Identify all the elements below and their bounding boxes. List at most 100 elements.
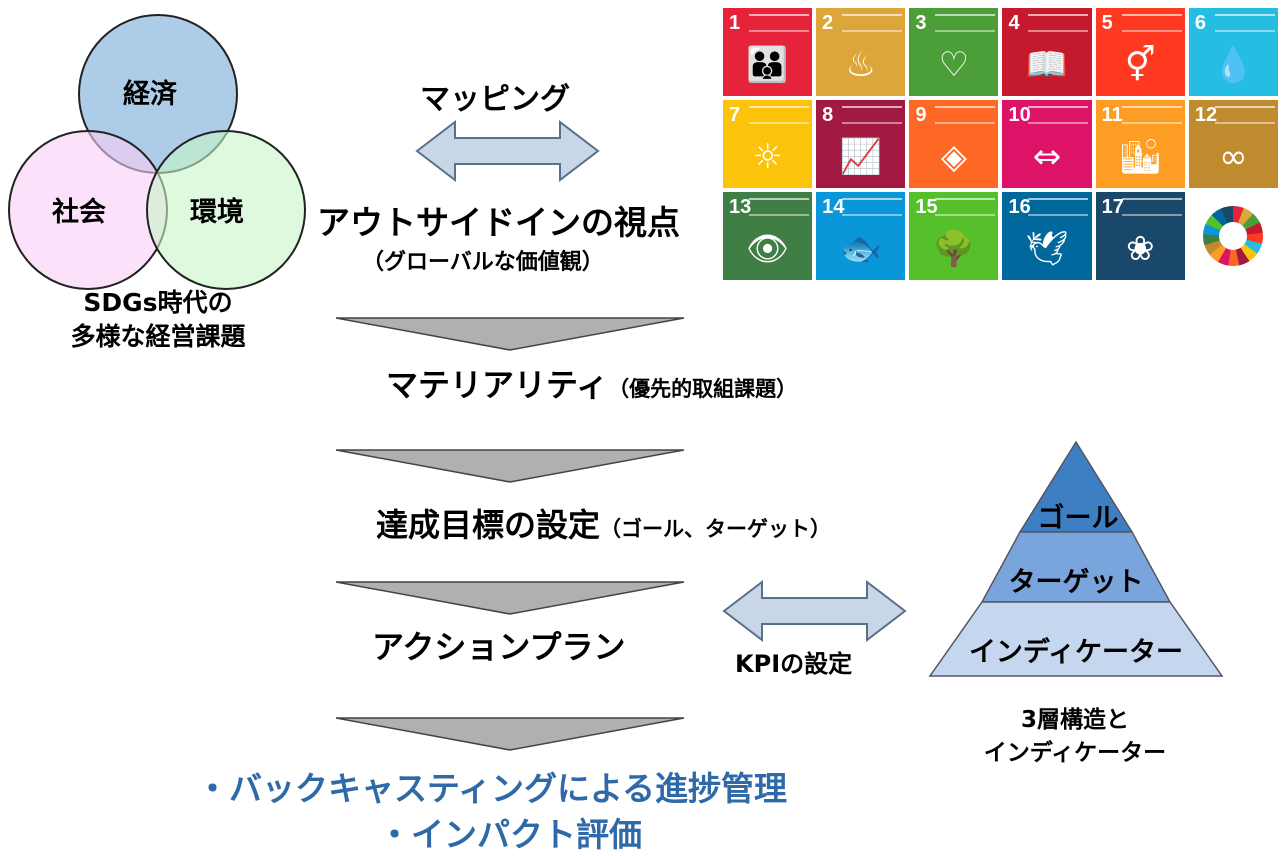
sdg-number: 14 bbox=[822, 196, 845, 218]
sdg-number: 9 bbox=[915, 104, 927, 126]
sdg-goal-text bbox=[1028, 106, 1089, 124]
partnership-flower-icon: ❀ bbox=[1125, 229, 1155, 269]
sdg-goal-text bbox=[935, 14, 996, 32]
pyramid-label-indicator: インディケーター bbox=[968, 637, 1184, 668]
double-arrow-mapping bbox=[415, 120, 600, 182]
fish-icon: 🐟 bbox=[839, 229, 882, 269]
pyramid-label-goal: ゴール bbox=[1037, 503, 1119, 534]
sdg-goal-text bbox=[1214, 14, 1275, 32]
sdg-tile-16: 16 🕊 bbox=[1002, 192, 1092, 280]
flow-arrow-3 bbox=[335, 581, 685, 615]
equality-icon: ⇔ bbox=[1032, 137, 1062, 177]
impact-evaluation-text: ・インパクト評価 bbox=[378, 815, 642, 854]
sdg-number: 8 bbox=[822, 104, 834, 126]
book-icon: 📖 bbox=[1025, 45, 1069, 85]
sdg-number: 12 bbox=[1194, 104, 1218, 126]
sdg-tile-9: 9◈ bbox=[909, 100, 999, 188]
sdg-tile-3: 3♡ bbox=[909, 8, 999, 96]
pyramid-caption-line2: インディケーター bbox=[983, 740, 1167, 766]
sdg-tile-2: 2♨ bbox=[816, 8, 906, 96]
sdg-tile-8: 8📈 bbox=[816, 100, 906, 188]
pyramid-label-target: ターゲット bbox=[1008, 567, 1144, 598]
sdg-number: 10 bbox=[1008, 104, 1031, 126]
flow-arrow-4 bbox=[335, 717, 685, 751]
cubes-icon: ◈ bbox=[940, 137, 967, 177]
sdg-tile-17: 17❀ bbox=[1095, 192, 1185, 280]
action-plan-title: アクションプラン bbox=[372, 628, 626, 666]
gender-icon: ⚥ bbox=[1124, 45, 1156, 85]
sdg-number: 1 bbox=[729, 12, 741, 34]
venn-caption: SDGs時代の 多様な経営課題 bbox=[10, 286, 306, 354]
sdg-tile-6: 6💧 bbox=[1188, 8, 1278, 96]
sdg-goal-text bbox=[1121, 198, 1182, 216]
materiality-title: マテリアリティ（優先的取組課題） bbox=[386, 360, 797, 406]
sdg-tile-11: 11 🏙 bbox=[1095, 100, 1185, 188]
materiality-label: マテリアリティ bbox=[386, 366, 609, 404]
goal-setting-label: 達成目標の設定 bbox=[376, 506, 601, 544]
sdg-goal-text bbox=[842, 198, 903, 216]
double-arrow-kpi bbox=[722, 580, 907, 642]
sdg-number: 6 bbox=[1194, 12, 1206, 34]
sdg-tile-12: 12∞ bbox=[1188, 100, 1278, 188]
sdg-number: 5 bbox=[1101, 12, 1113, 34]
sdg-goal-text bbox=[842, 106, 903, 124]
sdg-tile-15: 15 🌳 bbox=[909, 192, 999, 280]
venn-label-society: 社会 bbox=[52, 197, 106, 228]
outside-in-subtitle: （グローバルな価値観） bbox=[362, 250, 604, 275]
venn-caption-line2: 多様な経営課題 bbox=[70, 322, 246, 351]
sdg-goal-text bbox=[749, 106, 809, 124]
infinity-icon: ∞ bbox=[1219, 137, 1248, 177]
sdg-tile-5: 5⚥ bbox=[1095, 8, 1185, 96]
venn-label-economy: 経済 bbox=[123, 79, 177, 110]
venn-circle-society bbox=[8, 130, 168, 290]
outside-in-title: アウトサイドインの視点 bbox=[317, 203, 680, 242]
pyramid-caption-line1: 3層構造と bbox=[1020, 707, 1129, 733]
bowl-icon: ♨ bbox=[845, 45, 876, 85]
sdg-goal-text bbox=[1121, 106, 1182, 124]
sdg-number: 15 bbox=[915, 196, 938, 218]
sdg-icon-grid: 1👪2♨3♡4📖5⚥6💧7☼8📈9◈10⇔11🏙12∞13👁14🐟15🌳16🕊1… bbox=[723, 8, 1278, 280]
sdg-number: 17 bbox=[1101, 196, 1124, 218]
pyramid-caption: 3層構造と インディケーター bbox=[950, 704, 1200, 770]
sdg-number: 13 bbox=[729, 196, 752, 218]
sdg-tile-10: 10⇔ bbox=[1002, 100, 1092, 188]
sdg-goal-text bbox=[935, 106, 996, 124]
sdg-wheel-icon bbox=[1203, 206, 1264, 266]
sdg-tile-1: 1👪 bbox=[723, 8, 813, 96]
backcasting-progress-text: ・バックキャスティングによる進捗管理 bbox=[196, 769, 788, 808]
tree-icon: 🌳 bbox=[932, 229, 976, 269]
venn-circle-environment bbox=[146, 130, 306, 290]
family-icon: 👪 bbox=[746, 45, 789, 85]
sdg-tile-7: 7☼ bbox=[723, 100, 813, 188]
pyramid-bottom-layer bbox=[928, 601, 1224, 677]
venn-caption-line1: SDGs時代の bbox=[83, 288, 233, 317]
goal-setting-title: 達成目標の設定（ゴール、ターゲット） bbox=[376, 500, 831, 546]
three-layer-pyramid bbox=[928, 440, 1224, 677]
sdg-number: 2 bbox=[822, 12, 834, 34]
sdg-tile-14: 14 🐟 bbox=[816, 192, 906, 280]
mapping-label: マッピング bbox=[420, 82, 570, 117]
sdg-number: 3 bbox=[915, 12, 927, 34]
sdg-goal-text bbox=[749, 14, 809, 32]
sdg-goal-text bbox=[1214, 106, 1275, 124]
materiality-sub: （優先的取組課題） bbox=[608, 377, 798, 401]
sdg-goal-text bbox=[842, 14, 903, 32]
sdg-goal-text bbox=[1028, 198, 1089, 216]
sdg-tile-13: 13 👁 bbox=[723, 192, 813, 280]
kpi-setting-label: KPIの設定 bbox=[735, 650, 853, 678]
sdg-number: 4 bbox=[1008, 12, 1020, 34]
buildings-icon: 🏙 bbox=[1118, 137, 1162, 177]
water-drop-icon: 💧 bbox=[1212, 45, 1255, 85]
eye-globe-icon: 👁 bbox=[745, 229, 790, 269]
sdg-number: 11 bbox=[1101, 104, 1123, 126]
sdg-tile-4: 4📖 bbox=[1002, 8, 1092, 96]
growth-chart-icon: 📈 bbox=[839, 137, 882, 177]
flow-arrow-1 bbox=[335, 317, 685, 351]
goal-setting-sub: （ゴール、ターゲット） bbox=[600, 517, 832, 541]
flow-arrow-2 bbox=[335, 449, 685, 483]
dove-icon: 🕊 bbox=[1025, 229, 1069, 269]
sdg-number: 7 bbox=[729, 104, 741, 126]
heartbeat-icon: ♡ bbox=[938, 45, 970, 85]
sdg-number: 16 bbox=[1008, 196, 1031, 218]
sdg-goal-text bbox=[1121, 14, 1182, 32]
